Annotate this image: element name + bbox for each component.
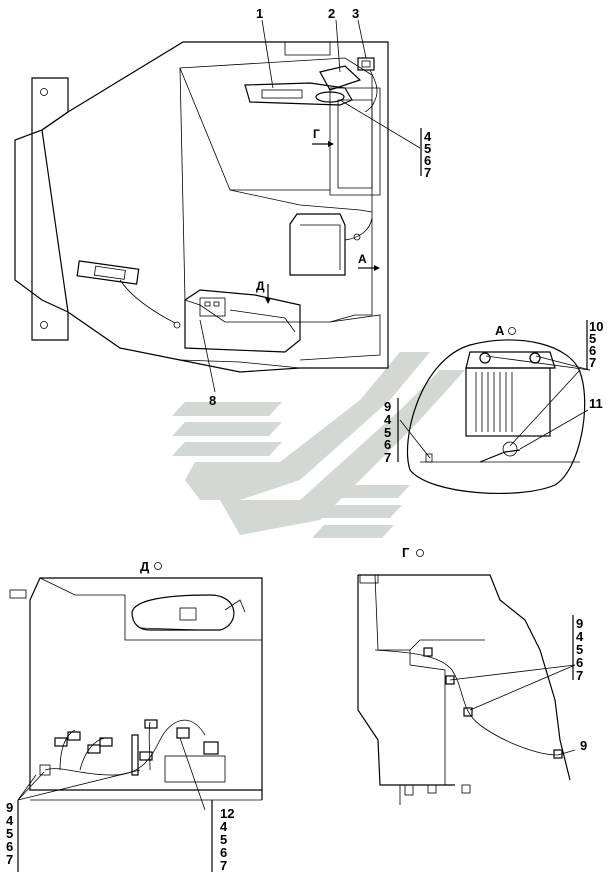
view-g-5: 5 [576,642,583,657]
view-a-11: 11 [589,396,603,411]
view-d-5: 5 [6,826,13,841]
view-marker-a: А [358,252,367,266]
view-a-5: 5 [589,331,596,346]
view-d-6b: 6 [220,845,227,860]
view-d-6: 6 [6,839,13,854]
view-marker-g: Г [313,127,320,141]
stack-7: 7 [424,165,431,180]
mounting-plate [14,77,69,341]
view-a-9: 9 [384,399,391,414]
view-d-4b: 4 [220,819,228,834]
view-a-6: 6 [589,343,596,358]
callout-3: 3 [352,6,359,21]
console-8 [179,289,381,369]
view-d-12: 12 [220,806,234,821]
callout-2: 2 [328,6,335,21]
plate-hole [40,88,48,96]
main-view [14,19,422,393]
plug-2 [319,65,362,91]
view-g-9: 9 [576,616,583,631]
callout-1: 1 [256,6,263,21]
view-a-title: А [495,323,505,338]
view-d-7: 7 [6,852,13,867]
view-d-4: 4 [6,813,14,828]
view-d-5b: 5 [220,832,227,847]
view-a-7: 7 [589,355,596,370]
view-marker-d: Д [256,279,265,293]
view-d-title: Д [140,559,150,574]
view-g-7: 7 [576,668,583,683]
view-d [9,577,263,872]
harness-d [39,719,226,783]
view-d-9: 9 [6,800,13,815]
stack-4: 4 [424,129,432,144]
relay-box [465,367,551,437]
plate-hole [40,321,48,329]
cab-outline [41,41,389,373]
view-d-7b: 7 [220,858,227,873]
harness-left [76,260,181,329]
view-g-title: Г [402,545,410,560]
watermark-logo [172,352,465,538]
bracket-1 [244,82,353,106]
stack-6: 6 [424,153,431,168]
view-g-9b: 9 [580,738,587,753]
connector-3 [357,57,375,71]
view-g-6: 6 [576,655,583,670]
stack-5: 5 [424,141,431,156]
view-a-7b: 7 [384,450,391,465]
view-a-5b: 5 [384,425,391,440]
view-a-6b: 6 [384,437,391,452]
callout-8: 8 [209,393,216,408]
console-d [131,594,246,631]
view-a-4: 4 [384,412,392,427]
view-a-10: 10 [589,319,603,334]
view-a [397,320,591,495]
view-g-4: 4 [576,629,584,644]
view-g [357,574,576,805]
control-box [289,213,346,276]
